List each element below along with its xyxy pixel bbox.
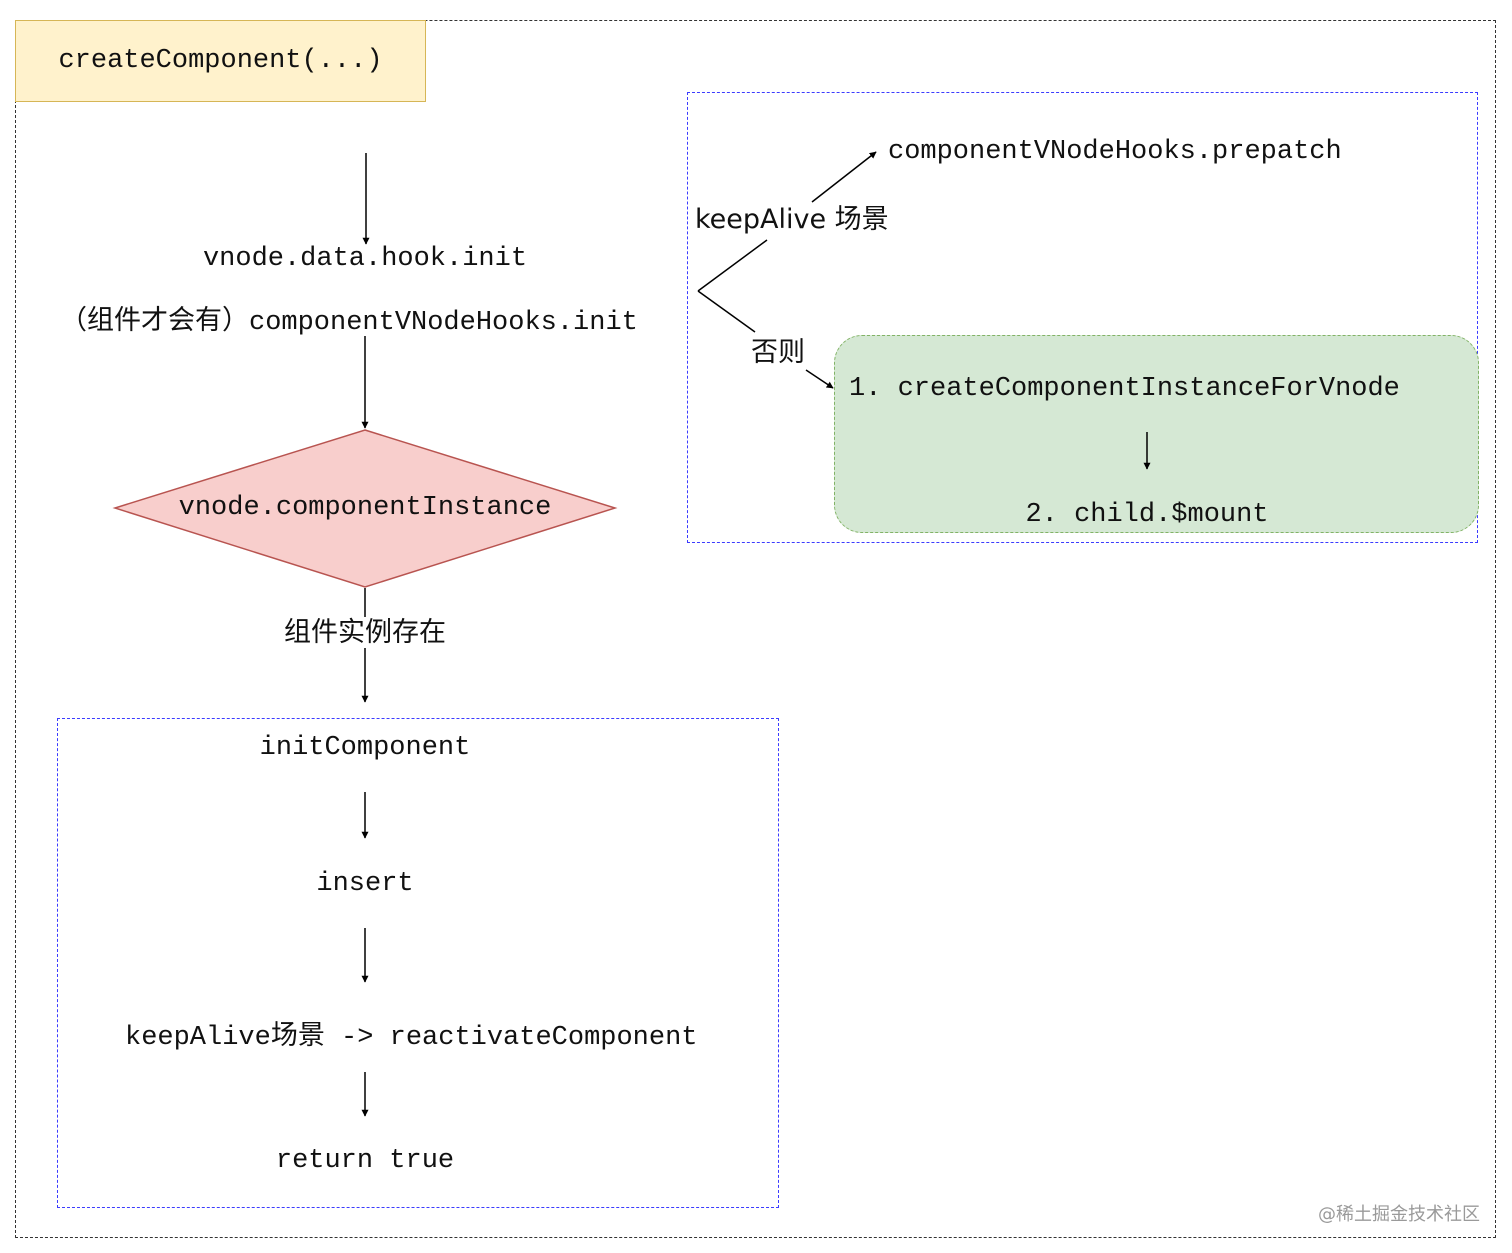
decision-label: vnode.componentInstance xyxy=(178,493,552,523)
init-component-text: initComponent xyxy=(259,733,471,763)
return-true-text: return true xyxy=(275,1146,455,1176)
insert-text: insert xyxy=(316,869,414,899)
right-group-frame xyxy=(687,92,1478,543)
create-instance-step: 1. createComponentInstanceForVnode xyxy=(849,374,1400,404)
instance-exists-label: 组件实例存在 xyxy=(263,617,467,648)
mount-steps-box xyxy=(834,335,1479,533)
watermark: @稀土掘金技术社区 xyxy=(1318,1204,1480,1225)
otherwise-branch-label: 否则 xyxy=(749,337,807,368)
outer-frame xyxy=(15,20,1496,1238)
component-hooks-init-text: （组件才会有）componentVNodeHooks.init xyxy=(60,308,638,338)
title-box: createComponent(...) xyxy=(15,20,426,102)
keepalive-branch-label: keepAlive 场景 xyxy=(693,204,891,235)
reactivate-component-text: keepAlive场景 -> reactivateComponent xyxy=(125,1023,698,1053)
child-mount-step: 2. child.$mount xyxy=(1025,500,1269,530)
bottom-group-frame xyxy=(57,718,779,1208)
title-label: createComponent(...) xyxy=(58,45,383,76)
hook-init-text: vnode.data.hook.init xyxy=(202,244,528,274)
prepatch-text: componentVNodeHooks.prepatch xyxy=(888,137,1342,167)
